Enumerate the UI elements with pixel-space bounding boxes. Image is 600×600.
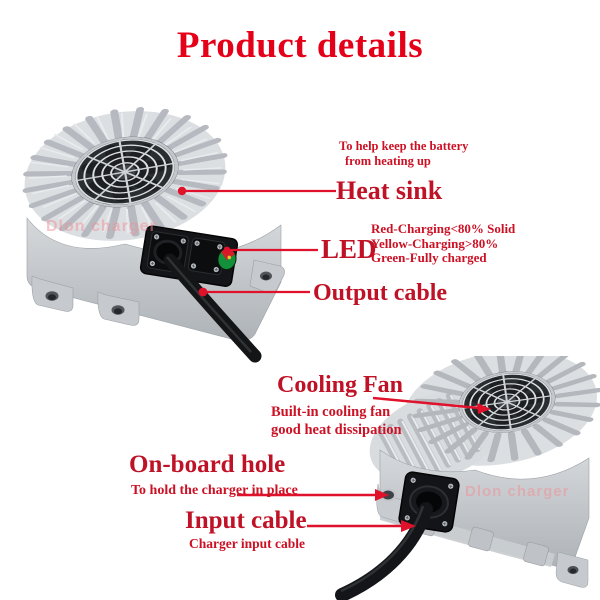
input-cable <box>335 502 433 600</box>
led-status-notes: Red-Charging<80% Solid Yellow-Charging>8… <box>371 221 516 266</box>
charger-rear-drawing <box>335 356 600 600</box>
charger-front-drawing <box>18 106 285 363</box>
led-status-line2: Yellow-Charging>80% <box>371 235 499 251</box>
cooling-fan-note-line1: Built-in cooling fan <box>271 404 391 420</box>
output-cable <box>163 253 262 363</box>
input-connector <box>398 471 460 533</box>
cooling-fan-note: Built-in cooling fan good heat dissipati… <box>271 403 402 439</box>
mounting-holes <box>45 271 272 315</box>
cooling-fan-label: Cooling Fan <box>277 372 404 398</box>
onboard-hole-label: On-board hole <box>129 451 286 478</box>
page-title: Product details <box>176 25 424 66</box>
heat-sink-note-line1: To help keep the battery <box>339 139 469 153</box>
watermark-text: Dlon charger <box>465 483 570 500</box>
watermark-text: Dlon charger <box>46 218 157 235</box>
charger-front-photo: Dlon charger <box>18 106 308 368</box>
heat-sink-note-line2: from heating up <box>345 153 431 168</box>
heat-sink-label: Heat sink <box>336 176 443 205</box>
input-cable-note: Charger input cable <box>189 536 306 551</box>
output-cable-label: Output cable <box>313 280 448 306</box>
led-status-line3: Green-Fully charged <box>371 250 487 265</box>
onboard-hole-note: To hold the charger in place <box>131 483 298 498</box>
led-status-line1: Red-Charging<80% Solid <box>371 221 516 236</box>
cooling-fan-note-line2: good heat dissipation <box>271 422 402 438</box>
led-label: LED <box>321 234 377 264</box>
input-cable-label: Input cable <box>185 507 307 534</box>
heat-sink-note: To help keep the battery from heating up <box>339 139 468 169</box>
charger-rear-photo: Dlon charger <box>322 356 600 600</box>
